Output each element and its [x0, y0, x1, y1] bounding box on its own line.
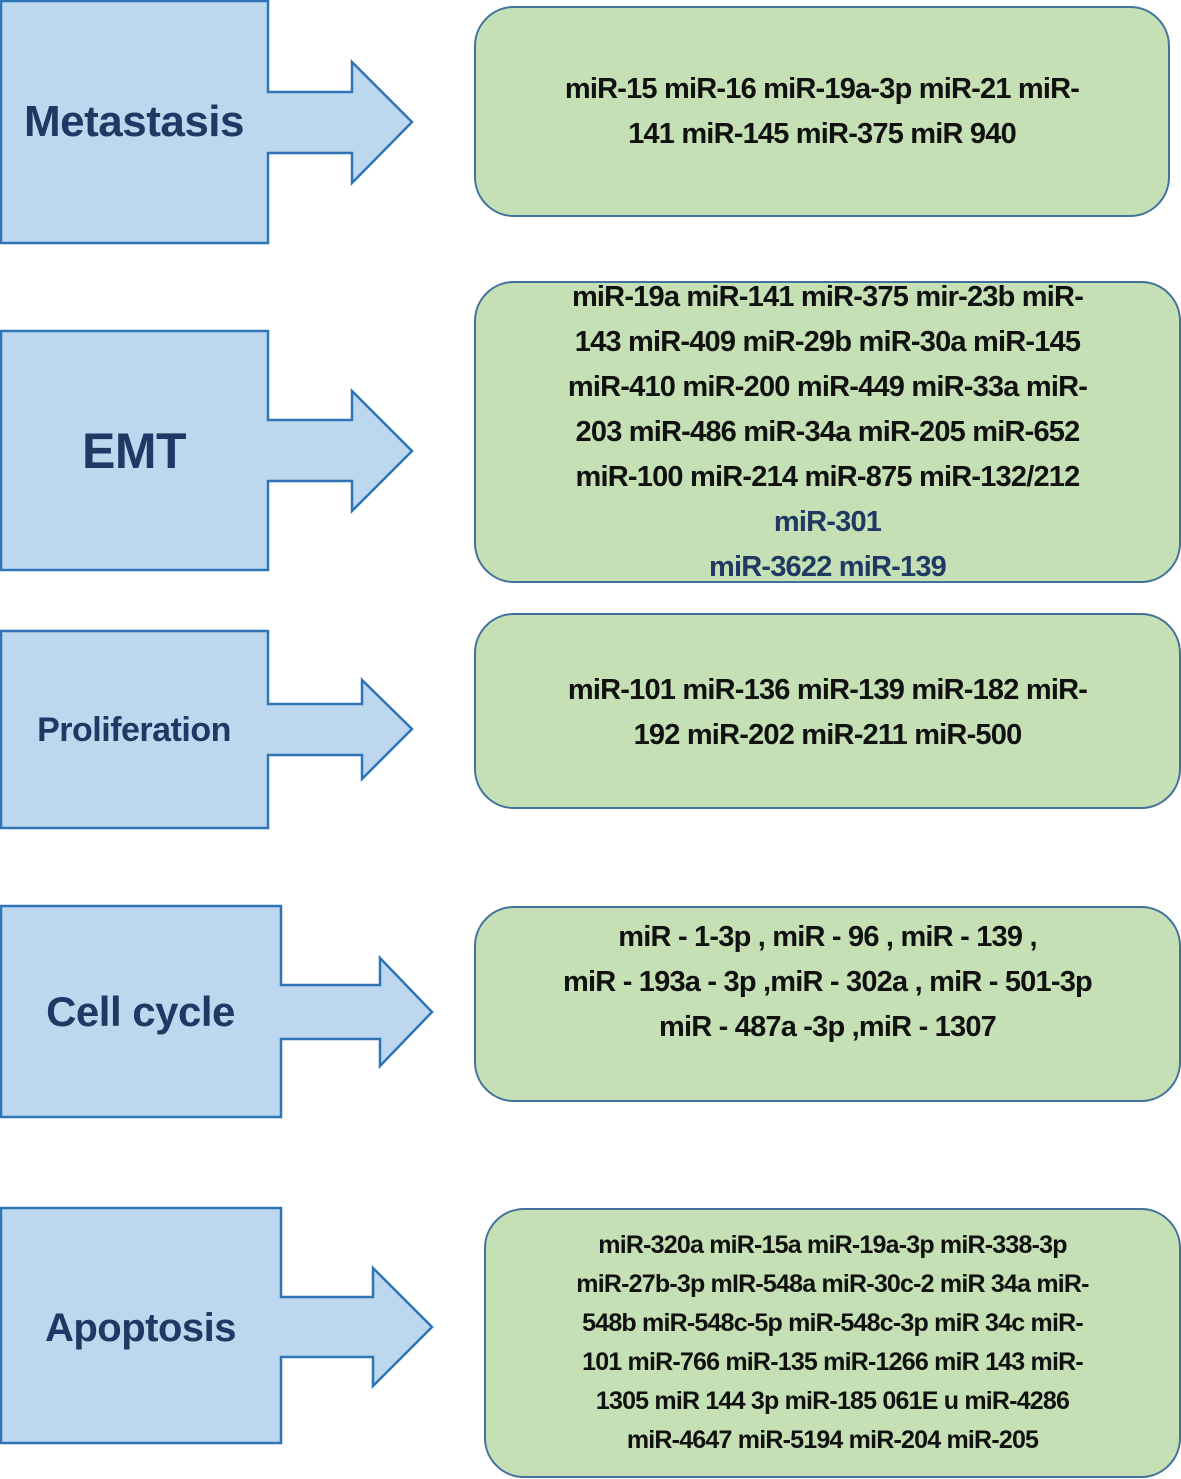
proliferation-mirna-box: miR-101 miR-136 miR-139 miR-182 miR- 192…: [474, 613, 1181, 809]
mirna-line: miR - 1-3p , miR - 96 , miR - 139 ,: [618, 921, 1037, 953]
emt-callout-arrow: [0, 329, 414, 572]
mirna-line: 1305 miR 144 3p miR-185 061E u miR-4286: [595, 1387, 1070, 1415]
mirna-line-highlighted: miR-301: [773, 505, 882, 538]
mirna-line: miR - 193a - 3p ,miR - 302a , miR - 501-…: [563, 966, 1093, 998]
label-proliferation: Proliferation: [37, 710, 231, 749]
label-metastasis: Metastasis: [23, 96, 245, 146]
mirna-line: miR-410 miR-200 miR-449 miR-33a miR-: [567, 370, 1088, 403]
label-apoptosis: Apoptosis: [44, 1305, 237, 1350]
cell-cycle-mirna-box: miR - 1-3p , miR - 96 , miR - 139 , miR …: [474, 906, 1181, 1102]
mirna-line: miR-4647 miR-5194 miR-204 miR-205: [626, 1426, 1039, 1454]
mirna-line: 143 miR-409 miR-29b miR-30a miR-145: [574, 325, 1081, 358]
apoptosis-mirna-box: miR-320a miR-15a miR-19a-3p miR-338-3p m…: [484, 1208, 1181, 1478]
label-cell-cycle: Cell cycle: [46, 987, 235, 1035]
mirna-line: 141 miR-145 miR-375 miR 940: [628, 117, 1017, 150]
label-emt: EMT: [81, 423, 187, 479]
metastasis-mirna-box: miR-15 miR-16 miR-19a-3p miR-21 miR- 141…: [474, 6, 1170, 217]
mirna-line: miR-15 miR-16 miR-19a-3p miR-21 miR-: [564, 72, 1080, 105]
mirna-line-highlighted: miR-3622 miR-139: [708, 550, 947, 583]
apoptosis-callout-arrow: [0, 1206, 434, 1445]
mirna-line: 548b miR-548c-5p miR-548c-3p miR 34c miR…: [582, 1309, 1084, 1337]
metastasis-callout-arrow: [0, 0, 414, 245]
mirna-line: 203 miR-486 miR-34a miR-205 miR-652: [575, 415, 1081, 448]
proliferation-callout-arrow: [0, 629, 414, 830]
mirna-line: 101 miR-766 miR-135 miR-1266 miR 143 miR…: [582, 1348, 1084, 1376]
mirna-line: miR-27b-3p mIR-548a miR-30c-2 miR 34a mi…: [576, 1270, 1089, 1298]
cell-cycle-callout-arrow: [0, 904, 434, 1119]
mirna-line: miR-19a miR-141 miR-375 mir-23b miR-: [571, 280, 1084, 313]
mirna-line: miR-101 miR-136 miR-139 miR-182 miR-: [567, 674, 1088, 706]
mirna-line: miR - 487a -3p ,miR - 1307: [658, 1011, 997, 1043]
mirna-line: 192 miR-202 miR-211 miR-500: [633, 719, 1023, 751]
mirna-line: miR-100 miR-214 miR-875 miR-132/212: [575, 460, 1081, 493]
emt-mirna-box: miR-19a miR-141 miR-375 mir-23b miR- 143…: [474, 281, 1181, 583]
mirna-line: miR-320a miR-15a miR-19a-3p miR-338-3p: [598, 1231, 1067, 1259]
